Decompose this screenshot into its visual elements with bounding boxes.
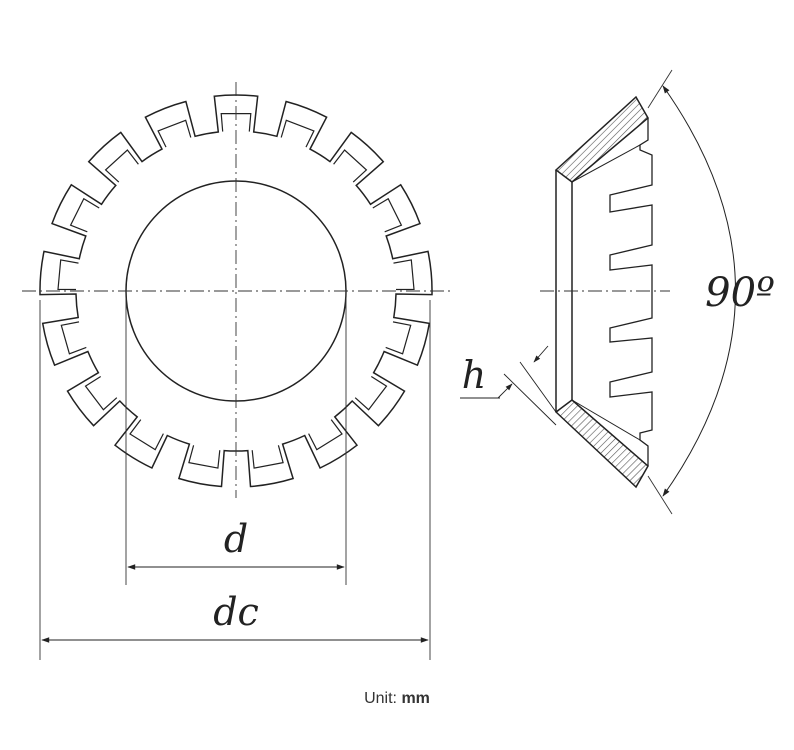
unit-label: Unit: [364, 690, 397, 707]
side-section-bottom [554, 399, 649, 489]
unit-value: mm [401, 690, 430, 707]
tooth-notch [385, 321, 412, 355]
dimension-h [460, 345, 557, 426]
tooth-notch [84, 375, 118, 411]
dimension-dc: dc [41, 590, 429, 643]
angle-arc [662, 85, 736, 497]
side-serrations [609, 118, 653, 466]
unit-caption: Unit: mm [0, 690, 794, 708]
tooth-notch [129, 419, 164, 451]
tooth-notch [280, 119, 315, 148]
label-angle: 90º [705, 270, 775, 316]
tooth-notch [333, 149, 368, 183]
tooth-notch [57, 259, 79, 291]
serrated-outer-outline [39, 94, 433, 488]
tooth-notch [60, 321, 87, 355]
tooth-notch [354, 375, 388, 411]
extension-lines [39, 291, 431, 660]
side-view [554, 95, 653, 489]
label-d: d [224, 517, 248, 561]
washer-drawing: d dc 90º h [22, 69, 775, 660]
tooth-notch [69, 197, 100, 233]
label-h: h [462, 353, 486, 397]
label-dc: dc [213, 590, 259, 634]
front-centerlines [22, 82, 452, 498]
tooth-notch [372, 197, 403, 233]
side-section-top [554, 95, 649, 183]
tooth-notch [308, 419, 343, 451]
tooth-notch [188, 445, 221, 469]
tooth-notch [393, 259, 415, 291]
tooth-inner-notches [57, 113, 415, 469]
dimension-d: d [127, 517, 345, 570]
angle-dimension [647, 69, 736, 515]
tooth-notch [251, 445, 284, 469]
tooth-notch [157, 119, 192, 148]
tooth-notch [104, 149, 139, 183]
